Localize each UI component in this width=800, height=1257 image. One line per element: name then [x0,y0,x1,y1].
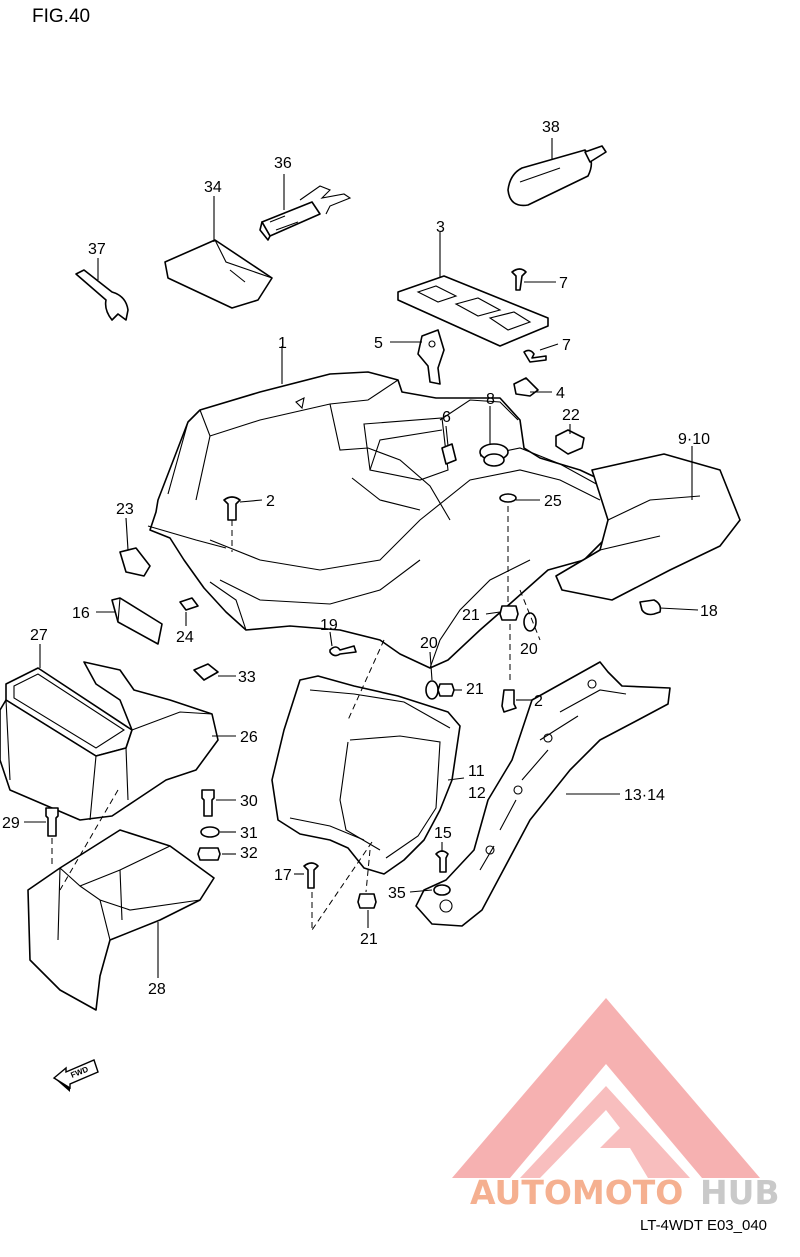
watermark-text-hub: HUB [700,1173,780,1212]
part-29-bolt [45,807,59,868]
part-19-screw [329,645,357,657]
callout-33: 33 [238,669,256,686]
callout-15: 15 [434,825,452,842]
callout-24: 24 [176,629,194,646]
part-7-bolt [511,268,547,363]
callout-12: 12 [468,785,486,802]
callout-5: 5 [374,335,383,352]
callout-1: 1 [278,335,287,352]
watermark-triangle-icon [452,998,760,1178]
callout-19: 19 [320,617,338,634]
callout-30: 30 [240,793,258,810]
leader-lines [24,138,699,978]
callout-3: 3 [436,219,445,236]
callout-20-left: 20 [420,635,438,652]
part-8-grommet [479,443,509,467]
part-18-screw [639,599,662,616]
part-36-clip [259,185,352,241]
callout-18: 18 [700,603,718,620]
part-13-14-side-fender [415,661,671,927]
callout-20-right: 20 [520,641,538,658]
part-11-12-inner-fender [271,675,461,875]
callout-23: 23 [116,501,134,518]
part-6-reflector [441,443,457,465]
callout-21-mid: 21 [466,681,484,698]
part-25-washer [499,493,517,604]
callout-6: 6 [442,409,451,426]
part-4-clip [513,377,539,397]
part-15-bolt [435,850,449,873]
callout-34: 34 [204,179,222,196]
part-2-bolt-lower [501,689,517,713]
part-24-pad [179,597,199,611]
part-28-cover [27,829,215,1011]
callout-7-upper: 7 [559,275,568,292]
watermark-logo: AUTOMOTO HUB [452,998,780,1212]
callout-4: 4 [556,385,565,402]
part-35-washer [433,884,451,896]
callout-2-lower: 2 [534,693,543,710]
callout-21-upper: 21 [462,607,480,624]
callout-21-lower: 21 [360,931,378,948]
part-38-grip [507,145,607,207]
part-37-wrench [75,269,129,321]
part-22-cushion [555,429,585,455]
callout-29: 29 [2,815,20,832]
callout-2-upper: 2 [266,493,275,510]
part-34-tool-pouch [164,239,273,309]
callout-9-10: 9·10 [678,431,710,448]
callout-25: 25 [544,493,562,510]
watermark-text-primary: AUTOMOTO [470,1173,683,1212]
fwd-arrow-icon: FWD [52,1059,99,1092]
callout-36: 36 [274,155,292,172]
callout-7-lower: 7 [562,337,571,354]
part-3-carrier-plate [397,275,549,347]
part-2-bolt-upper [223,496,241,552]
callout-17: 17 [274,867,292,884]
callout-32: 32 [240,845,258,862]
part-21-nut-lower [357,893,377,909]
part-16-plate [111,597,163,645]
callout-31: 31 [240,825,258,842]
figure-title: FIG.40 [32,6,90,27]
callout-38: 38 [542,119,560,136]
callout-labels: 38 36 34 37 3 7 5 7 4 1 6 8 22 9·10 2 25… [2,119,718,998]
drawing-code: LT-4WDT E03_040 [640,1217,767,1234]
part-31-washer [200,826,220,838]
callout-8: 8 [486,391,495,408]
part-33-pad [193,663,219,681]
part-21-nut-upper [499,605,519,680]
callout-13-14: 13·14 [624,787,665,804]
part-26-tool-box [0,661,219,821]
part-17-screw [303,862,319,930]
assembly-lines [59,589,541,931]
callout-35: 35 [388,885,406,902]
callout-16: 16 [72,605,90,622]
part-30-bolt [201,789,215,817]
part-9-10-mud-flap [555,453,741,601]
callout-11: 11 [468,763,485,780]
part-20-washer-left [425,680,439,700]
callout-28: 28 [148,981,166,998]
callout-27: 27 [30,627,48,644]
callout-26: 26 [240,729,258,746]
callout-22: 22 [562,407,580,424]
part-1-rear-fender [147,371,629,669]
part-32-nut [197,847,221,861]
part-5-bracket [417,329,445,385]
part-21-nut-mid [437,683,455,697]
part-20-washer-right [523,612,537,632]
callout-37: 37 [88,241,106,258]
part-23-pad [119,547,151,577]
